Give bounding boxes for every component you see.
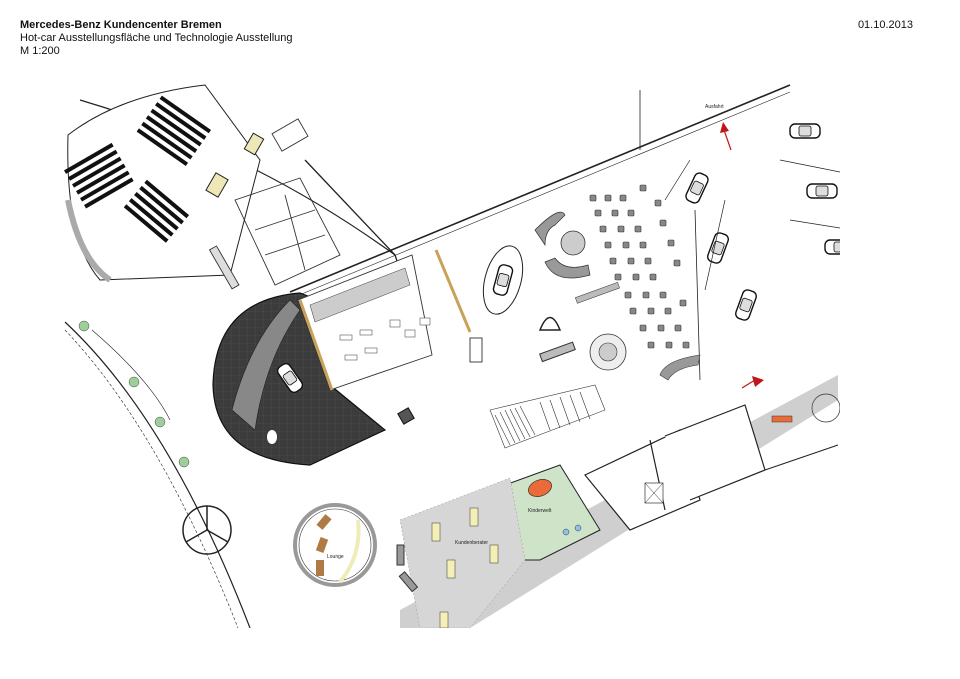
hot-car-stage [212, 292, 387, 466]
auditorium [64, 84, 265, 283]
document-title: Mercedes-Benz Kundencenter Bremen [20, 19, 222, 31]
technology-exhibition [297, 245, 524, 391]
seat-grid [574, 184, 690, 349]
revolving-door [182, 505, 232, 555]
parking [664, 123, 840, 323]
service-rooms [584, 404, 839, 531]
arrow-icon [720, 122, 764, 389]
label-kids: Kinderwelt [528, 508, 552, 514]
round-lounge: Lounge [293, 503, 377, 587]
label-exit: Ausfahrt [705, 104, 724, 110]
advisor-area: Kundenberater [396, 477, 526, 628]
label-lounge: Lounge [327, 554, 344, 560]
lounge-seating [534, 184, 701, 381]
kids-slide [528, 479, 552, 497]
title-block: Mercedes-Benz Kundencenter Bremen Hot-ca… [20, 19, 293, 58]
label-advisors: Kundenberater [455, 540, 488, 546]
document-date: 01.10.2013 [857, 19, 913, 31]
info-counter [771, 415, 793, 423]
planters [78, 320, 190, 468]
scale-label: M 1:200 [20, 45, 60, 57]
staircase [489, 384, 606, 449]
document-subtitle: Hot-car Ausstellungsfläche und Technolog… [20, 32, 293, 44]
restroom-block [208, 118, 341, 290]
